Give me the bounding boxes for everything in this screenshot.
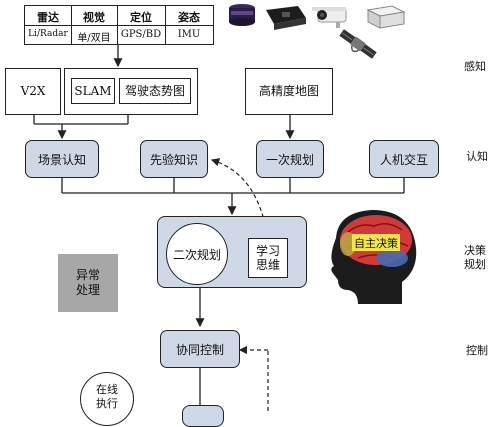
sensor-sub-radar: Li/Radar xyxy=(28,29,68,39)
hd-map-box: 高精度地图 xyxy=(245,68,333,115)
situation-map-box: 驾驶态势图 xyxy=(119,78,191,104)
camera-icon xyxy=(312,7,347,28)
prior-knowledge-box: 先验知识 xyxy=(140,140,208,178)
slam-box: SLAM xyxy=(71,78,115,104)
layer-label-control: 控制 xyxy=(466,344,488,357)
sensor-header-vision: 视觉 xyxy=(83,11,105,24)
scene-cognition-box: 场景认知 xyxy=(25,140,99,178)
layer-label-decision: 决策 规划 xyxy=(464,244,486,272)
exception-handling-label: 异常 处理 xyxy=(75,268,100,297)
second-planning-circle: 二次规划 xyxy=(166,223,228,285)
exception-handling-box: 异常 处理 xyxy=(58,254,118,312)
sensor-sub-attitude: IMU xyxy=(177,29,201,40)
sensor-devices-image xyxy=(229,4,406,59)
sensor-header-radar: 雷达 xyxy=(37,11,59,24)
sensor-table: 雷达 视觉 定位 姿态 Li/Radar 单/双目 GPS/BD IMU xyxy=(24,5,214,45)
brain-head-image: 自主决策 xyxy=(331,210,417,304)
sensor-sub-positioning: GPS/BD xyxy=(120,29,162,40)
learning-thinking-box: 学习 思维 xyxy=(248,238,288,278)
layer-label-cognition: 认知 xyxy=(466,150,488,163)
second-planning-label: 二次规划 xyxy=(172,247,221,262)
satellite-icon xyxy=(339,29,377,59)
connector-lines xyxy=(33,45,405,411)
sensor-header-attitude: 姿态 xyxy=(178,11,200,24)
layer-label-perception: 感知 xyxy=(464,60,486,73)
online-execution-circle: 在线 执行 xyxy=(80,372,134,426)
slam-group-box: SLAM 驾驶态势图 xyxy=(64,68,198,115)
hci-box: 人机交互 xyxy=(369,140,439,178)
lidar-icon xyxy=(229,4,255,26)
online-execution-label: 在线 执行 xyxy=(96,383,118,410)
sensor-header-positioning: 定位 xyxy=(130,11,152,24)
brain-label: 自主决策 xyxy=(354,236,398,250)
bottom-partial-box xyxy=(182,405,224,427)
gps-unit-icon xyxy=(366,5,406,29)
sensor-sub-vision: 单/双目 xyxy=(77,33,111,44)
cooperative-control-box: 协同控制 xyxy=(160,330,240,368)
first-planning-box: 一次规划 xyxy=(256,140,324,178)
radar-icon xyxy=(266,6,306,30)
v2x-box: V2X xyxy=(5,68,61,115)
